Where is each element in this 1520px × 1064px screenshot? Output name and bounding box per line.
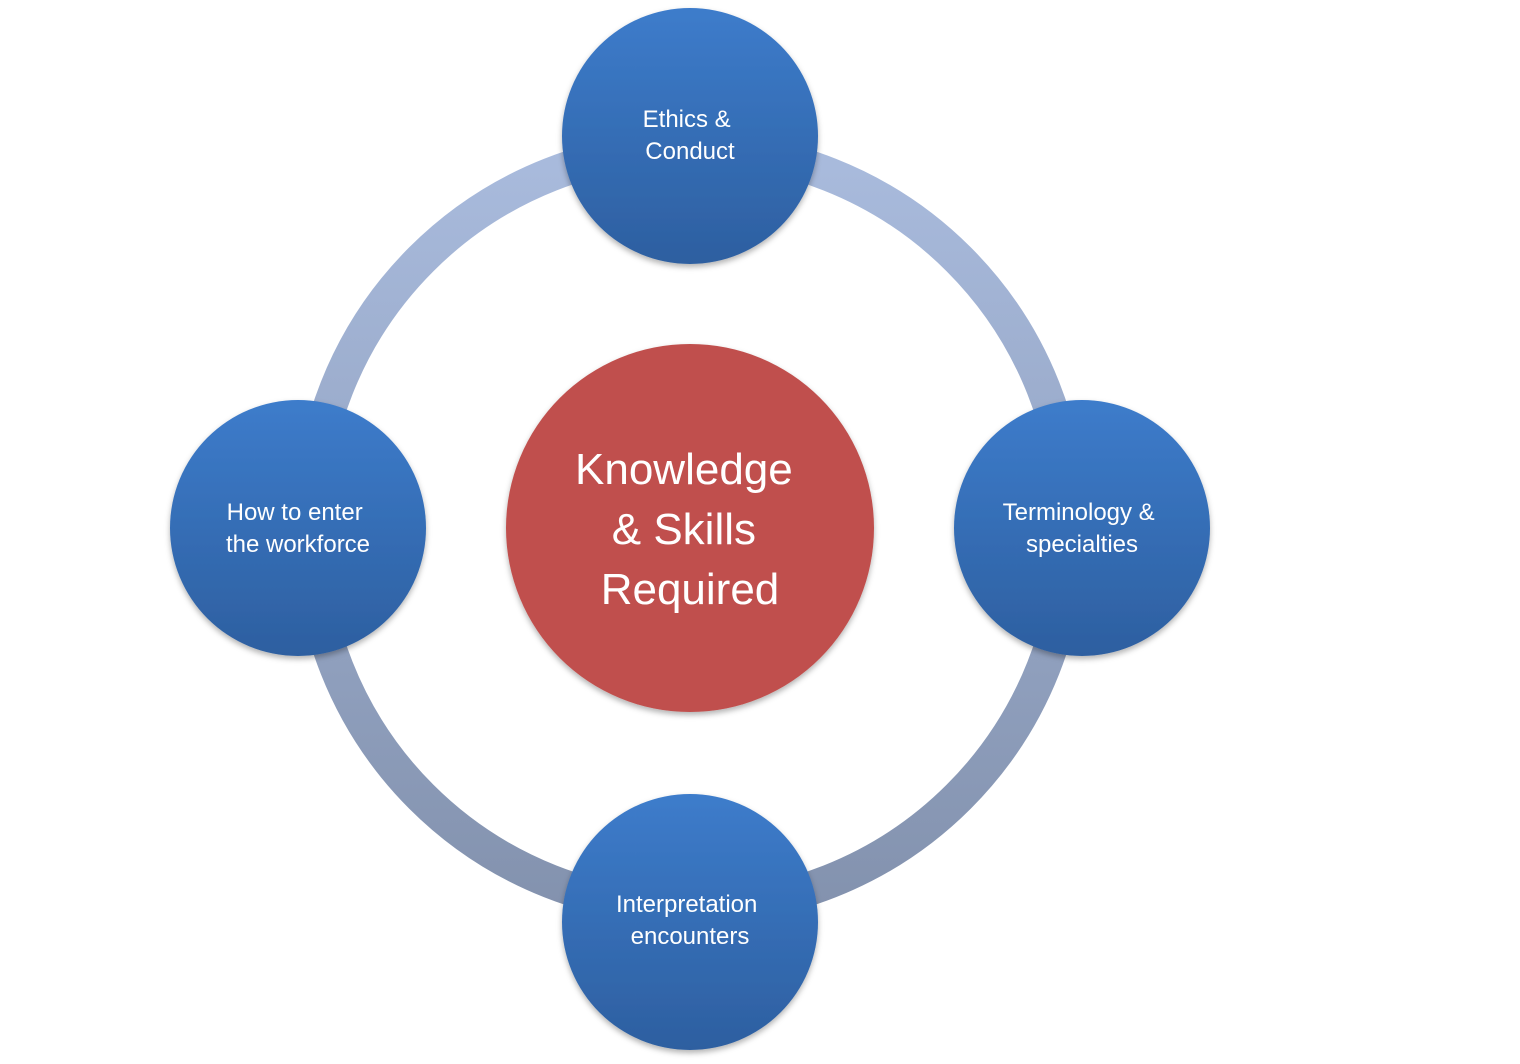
node-enter-workforce: How to enter the workforce	[170, 400, 426, 656]
node-enter-workforce-label: How to enter the workforce	[226, 499, 370, 558]
node-terminology-specialties: Terminology & specialties	[954, 400, 1210, 656]
node-terminology-specialties-circle	[954, 400, 1210, 656]
node-terminology-specialties-line-1: Terminology &	[1003, 499, 1155, 526]
center-label-line-1: Knowledge	[575, 445, 793, 494]
node-ethics-conduct-circle	[562, 8, 818, 264]
node-ethics-conduct: Ethics & Conduct	[562, 8, 818, 264]
center-node: Knowledge & Skills Required	[506, 344, 874, 712]
node-ethics-conduct-label: Ethics & Conduct	[643, 106, 738, 165]
node-interpretation-encounters: Interpretation encounters	[562, 794, 818, 1050]
center-label: Knowledge & Skills Required	[575, 445, 805, 614]
center-label-line-2: & Skills	[612, 505, 756, 554]
node-ethics-conduct-line-2: Conduct	[645, 138, 735, 165]
center-circle	[506, 344, 874, 712]
center-label-line-3: Required	[601, 565, 780, 614]
node-ethics-conduct-line-1: Ethics &	[643, 106, 731, 133]
node-terminology-specialties-line-2: specialties	[1026, 531, 1138, 558]
node-interpretation-encounters-circle	[562, 794, 818, 1050]
node-enter-workforce-line-1: How to enter	[227, 499, 363, 526]
node-terminology-specialties-label: Terminology & specialties	[1003, 499, 1162, 558]
node-interpretation-encounters-label: Interpretation encounters	[616, 891, 764, 950]
node-enter-workforce-line-2: the workforce	[226, 531, 370, 558]
node-interpretation-encounters-line-2: encounters	[631, 923, 750, 950]
node-enter-workforce-circle	[170, 400, 426, 656]
node-interpretation-encounters-line-1: Interpretation	[616, 891, 757, 918]
